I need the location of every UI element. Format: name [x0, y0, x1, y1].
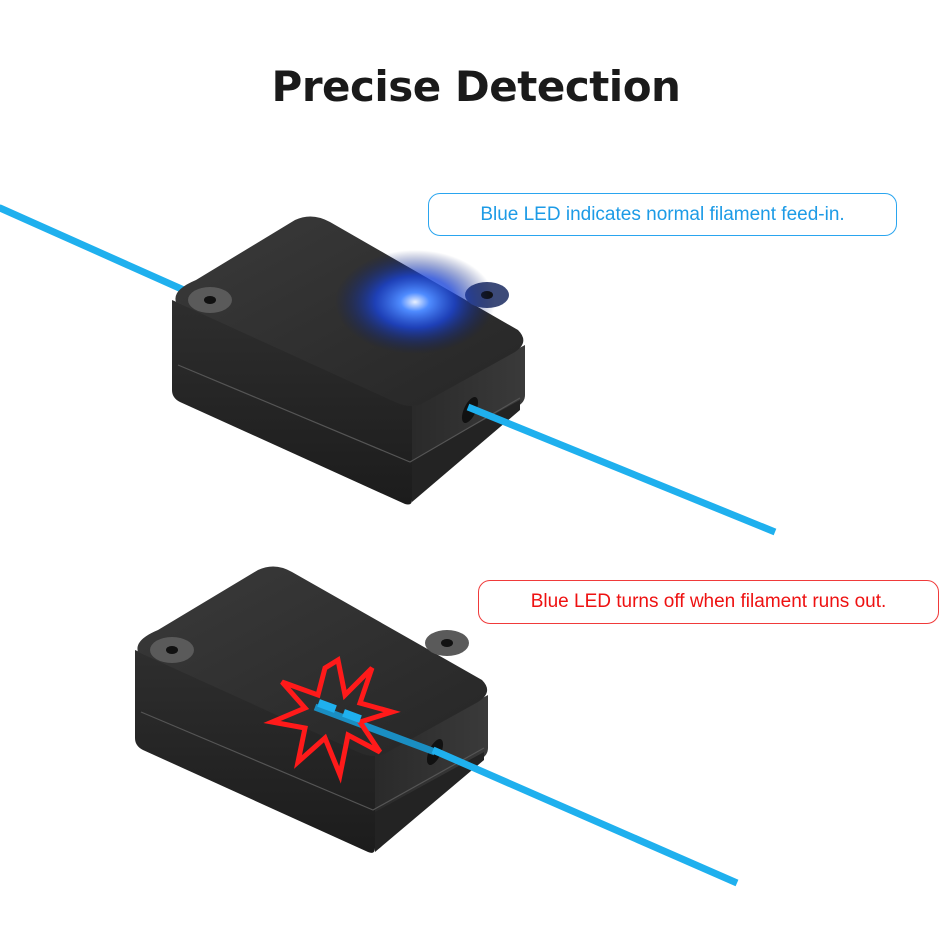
filament-out	[466, 403, 777, 536]
sensor-device-led-on	[0, 204, 777, 536]
filament-out	[431, 746, 739, 887]
led-glow-icon	[335, 250, 495, 354]
filament-in	[0, 204, 199, 299]
page-title: Precise Detection	[271, 62, 681, 111]
sensor-device-led-off	[135, 566, 739, 887]
burst-icon	[263, 655, 401, 784]
callout-led-on: Blue LED indicates normal filament feed-…	[428, 193, 897, 236]
callout-led-off: Blue LED turns off when filament runs ou…	[478, 580, 939, 624]
